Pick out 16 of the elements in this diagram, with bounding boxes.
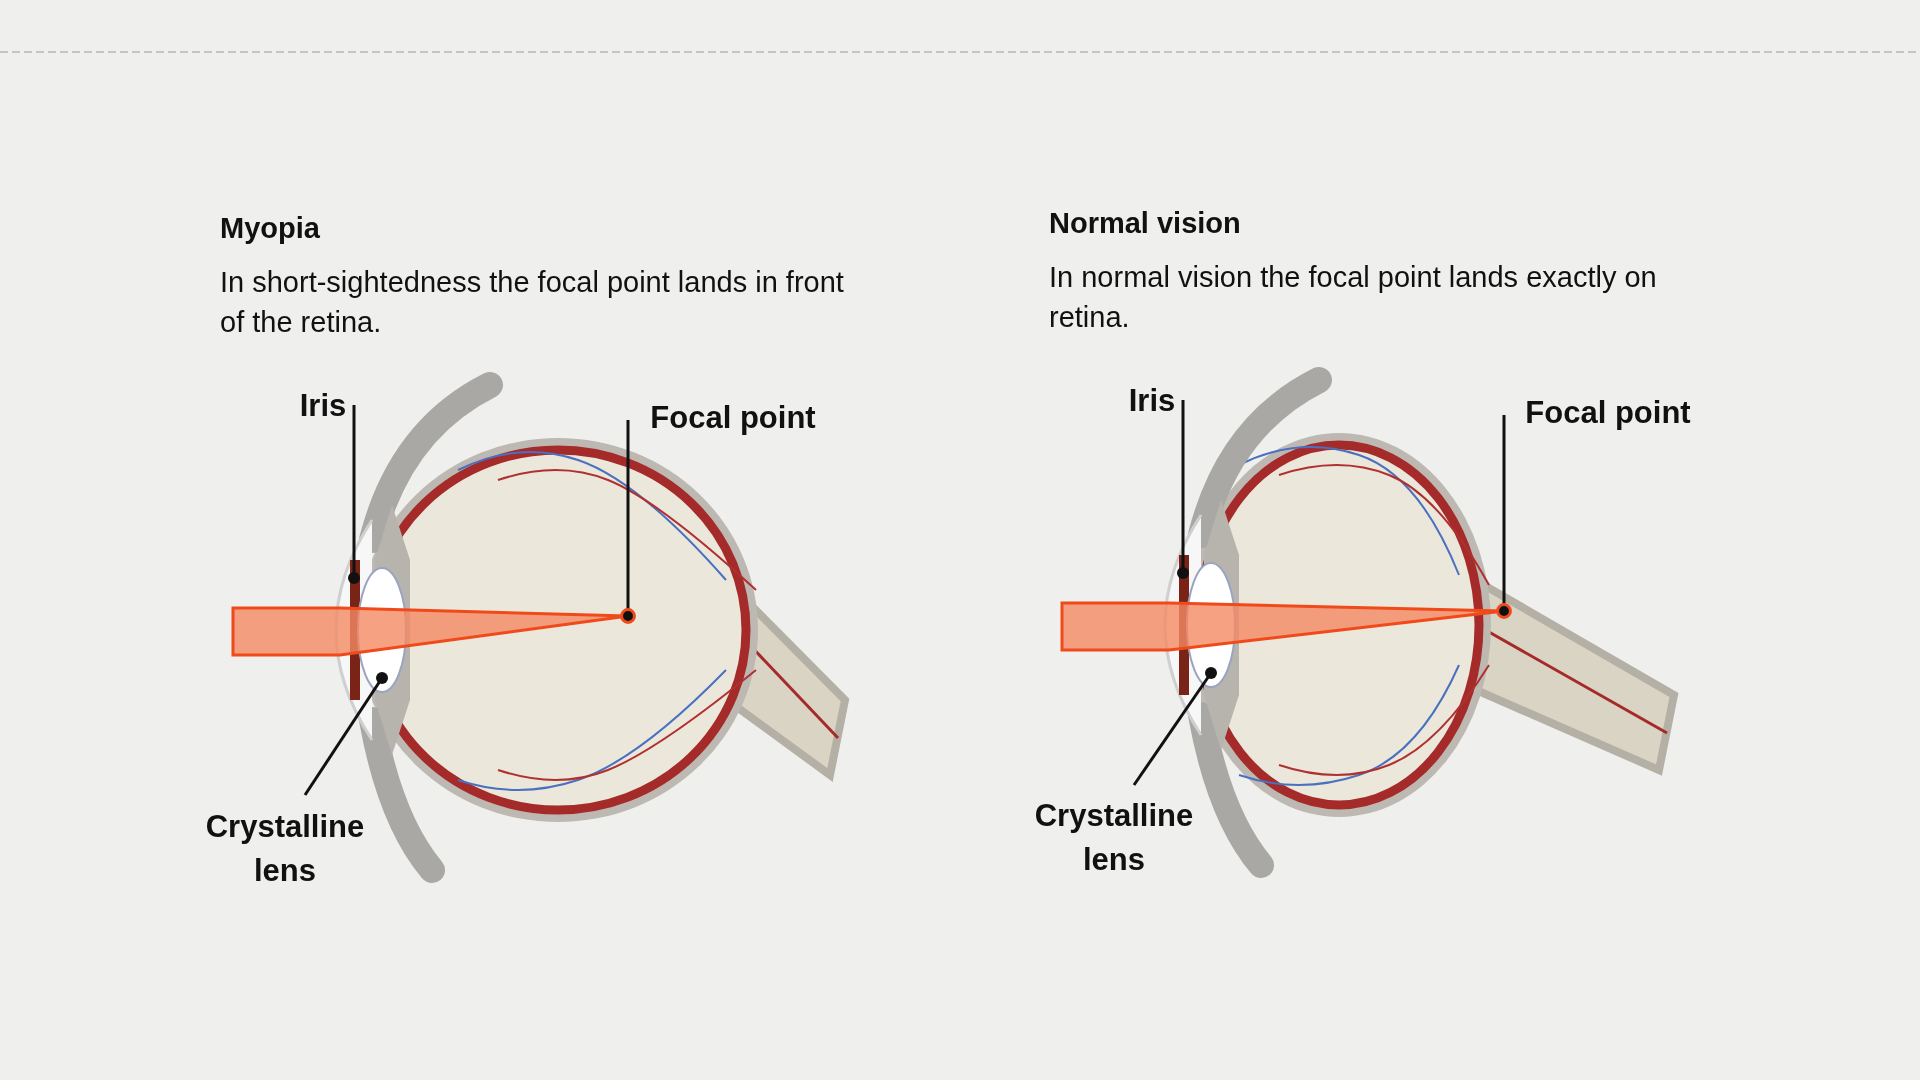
panel-description: In normal vision the focal point lands exactly on retina. [1049,260,1658,335]
part-label: Focal point [1518,391,1698,435]
panel-heading: Myopia [220,212,320,245]
leader-line [1496,415,1512,619]
leader-line [620,420,636,624]
part-label: Crystalline lens [195,805,375,893]
leader-line [348,405,360,584]
part-label: Focal point [643,396,823,440]
leader-line [303,672,388,796]
leader-line [1132,667,1217,786]
leader-line [1177,400,1189,579]
part-label: Iris [1125,379,1179,423]
panel-description: In short-sightedness the focal point lands in front of the retina. [220,265,845,340]
panel-heading: Normal vision [1049,207,1241,240]
part-label: Crystalline lens [1024,794,1204,882]
part-label: Iris [296,384,350,428]
